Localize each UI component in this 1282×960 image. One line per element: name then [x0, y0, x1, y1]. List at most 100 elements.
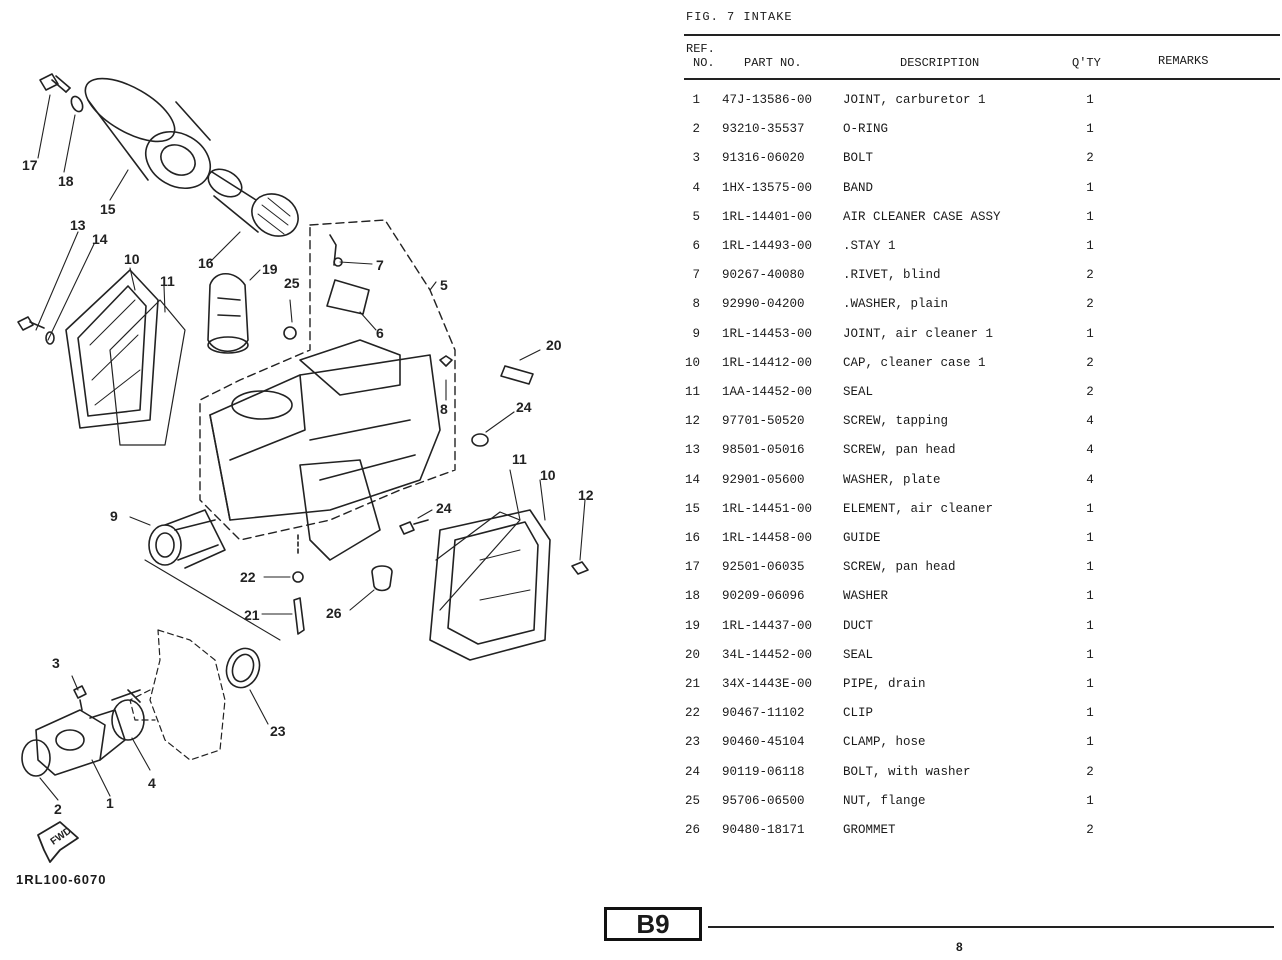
- quantity-cell: 1: [1086, 618, 1094, 633]
- exploded-parts-diagram: 17 18 15 16 13 14 10 11 19 25 7 5 6 20 8…: [0, 0, 640, 960]
- ref-cell: 1: [692, 93, 700, 107]
- callout-1: 1: [106, 795, 114, 811]
- quantity-cell: 2: [1086, 151, 1094, 166]
- description-cell: NUT, flange: [843, 793, 926, 808]
- ref-cell: 16: [684, 531, 700, 545]
- description-cell: .RIVET, blind: [843, 268, 941, 283]
- description-cell: CAP, cleaner case 1: [843, 355, 986, 370]
- joint-9-drawing: [144, 509, 281, 641]
- ref-cell: 9: [692, 326, 700, 341]
- quantity-cell: 1: [1086, 239, 1094, 253]
- ref-cell: 3: [692, 151, 700, 166]
- part-number-cell: 92501-06035: [722, 560, 805, 575]
- part-number-cell: 90119-06118: [722, 764, 805, 779]
- description-cell: GROMMET: [843, 823, 896, 837]
- diagram-code: 1RL100-6070: [16, 872, 107, 887]
- part-number-cell: 98501-05016: [722, 443, 805, 458]
- description-cell: BOLT, with washer: [843, 764, 971, 779]
- ref-cell: 21: [684, 677, 700, 691]
- description-cell: CLAMP, hose: [843, 735, 926, 750]
- air-cleaner-case-drawing: [209, 234, 534, 561]
- guide-drawing: [207, 168, 299, 237]
- callout-10-left: 10: [124, 251, 140, 267]
- part-number-cell: 90267-40080: [722, 268, 805, 283]
- part-number-cell: 1RL-14437-00: [722, 618, 813, 633]
- part-number-cell: 90480-18171: [722, 823, 805, 837]
- callout-23: 23: [270, 723, 286, 739]
- callout-11-right: 11: [512, 451, 527, 467]
- description-cell: WASHER: [843, 589, 889, 604]
- header-remarks: REMARKS: [1158, 54, 1209, 68]
- part-number-cell: 34X-1443E-00: [722, 677, 813, 691]
- quantity-cell: 4: [1086, 443, 1094, 458]
- quantity-cell: 2: [1086, 297, 1094, 312]
- ref-cell: 15: [684, 501, 700, 516]
- page-section-box: B9: [604, 907, 702, 941]
- ref-cell: 8: [692, 297, 700, 312]
- ref-cell: 24: [684, 764, 700, 779]
- callout-13: 13: [70, 217, 86, 233]
- table-header-rule: [684, 78, 1280, 80]
- description-cell: SEAL: [843, 385, 874, 399]
- description-cell: .WASHER, plain: [843, 297, 949, 312]
- description-cell: JOINT, carburetor 1: [843, 93, 986, 107]
- ref-cell: 5: [692, 209, 700, 224]
- screw-17-drawing: [39, 73, 84, 113]
- part-number-cell: 34L-14452-00: [722, 647, 813, 662]
- part-number-cell: 97701-50520: [722, 414, 805, 429]
- description-cell: WASHER, plate: [843, 472, 941, 487]
- ref-cell: 23: [684, 735, 700, 750]
- description-cell: SCREW, pan head: [843, 560, 956, 575]
- quantity-cell: 1: [1086, 677, 1094, 691]
- quantity-cell: 1: [1086, 501, 1094, 516]
- footer-rule: [708, 926, 1274, 928]
- callout-18: 18: [58, 173, 74, 189]
- page-number: 8: [956, 940, 963, 954]
- ref-cell: 10: [684, 355, 700, 370]
- table-top-rule: [684, 34, 1280, 36]
- callout-22: 22: [240, 569, 256, 585]
- ref-cell: 13: [684, 443, 700, 458]
- part-number-cell: 1AA-14452-00: [722, 385, 813, 399]
- description-cell: ELEMENT, air cleaner: [843, 501, 994, 516]
- callout-17: 17: [22, 157, 38, 173]
- figure-title: FIG. 7 INTAKE: [686, 10, 793, 24]
- ref-cell: 25: [684, 793, 700, 808]
- part-number-cell: 1RL-14401-00: [722, 209, 813, 224]
- description-cell: JOINT, air cleaner 1: [843, 326, 994, 341]
- right-cap-drawing: [429, 509, 589, 661]
- callout-3: 3: [52, 655, 60, 671]
- quantity-cell: 1: [1086, 122, 1094, 137]
- description-cell: DUCT: [843, 618, 874, 633]
- callout-12: 12: [578, 487, 594, 503]
- part-number-cell: 95706-06500: [722, 793, 805, 808]
- carburetor-outline: [129, 629, 226, 761]
- part-number-cell: 91316-06020: [722, 151, 805, 166]
- header-part-no: PART NO.: [744, 56, 802, 70]
- intake-drawing: [17, 73, 589, 863]
- quantity-cell: 1: [1086, 180, 1094, 195]
- callout-10-right: 10: [540, 467, 556, 483]
- callout-9: 9: [110, 508, 118, 524]
- ref-cell: 22: [684, 706, 700, 721]
- description-cell: PIPE, drain: [843, 677, 926, 691]
- part-number-cell: 1RL-14453-00: [722, 326, 813, 341]
- quantity-cell: 1: [1086, 560, 1094, 575]
- table-row: 21 34X-1443E-00 PIPE, drain 1: [0, 677, 1282, 697]
- ref-cell: 2: [692, 122, 700, 137]
- quantity-cell: 1: [1086, 93, 1094, 107]
- ref-cell: 14: [684, 472, 700, 487]
- quantity-cell: 1: [1086, 735, 1094, 750]
